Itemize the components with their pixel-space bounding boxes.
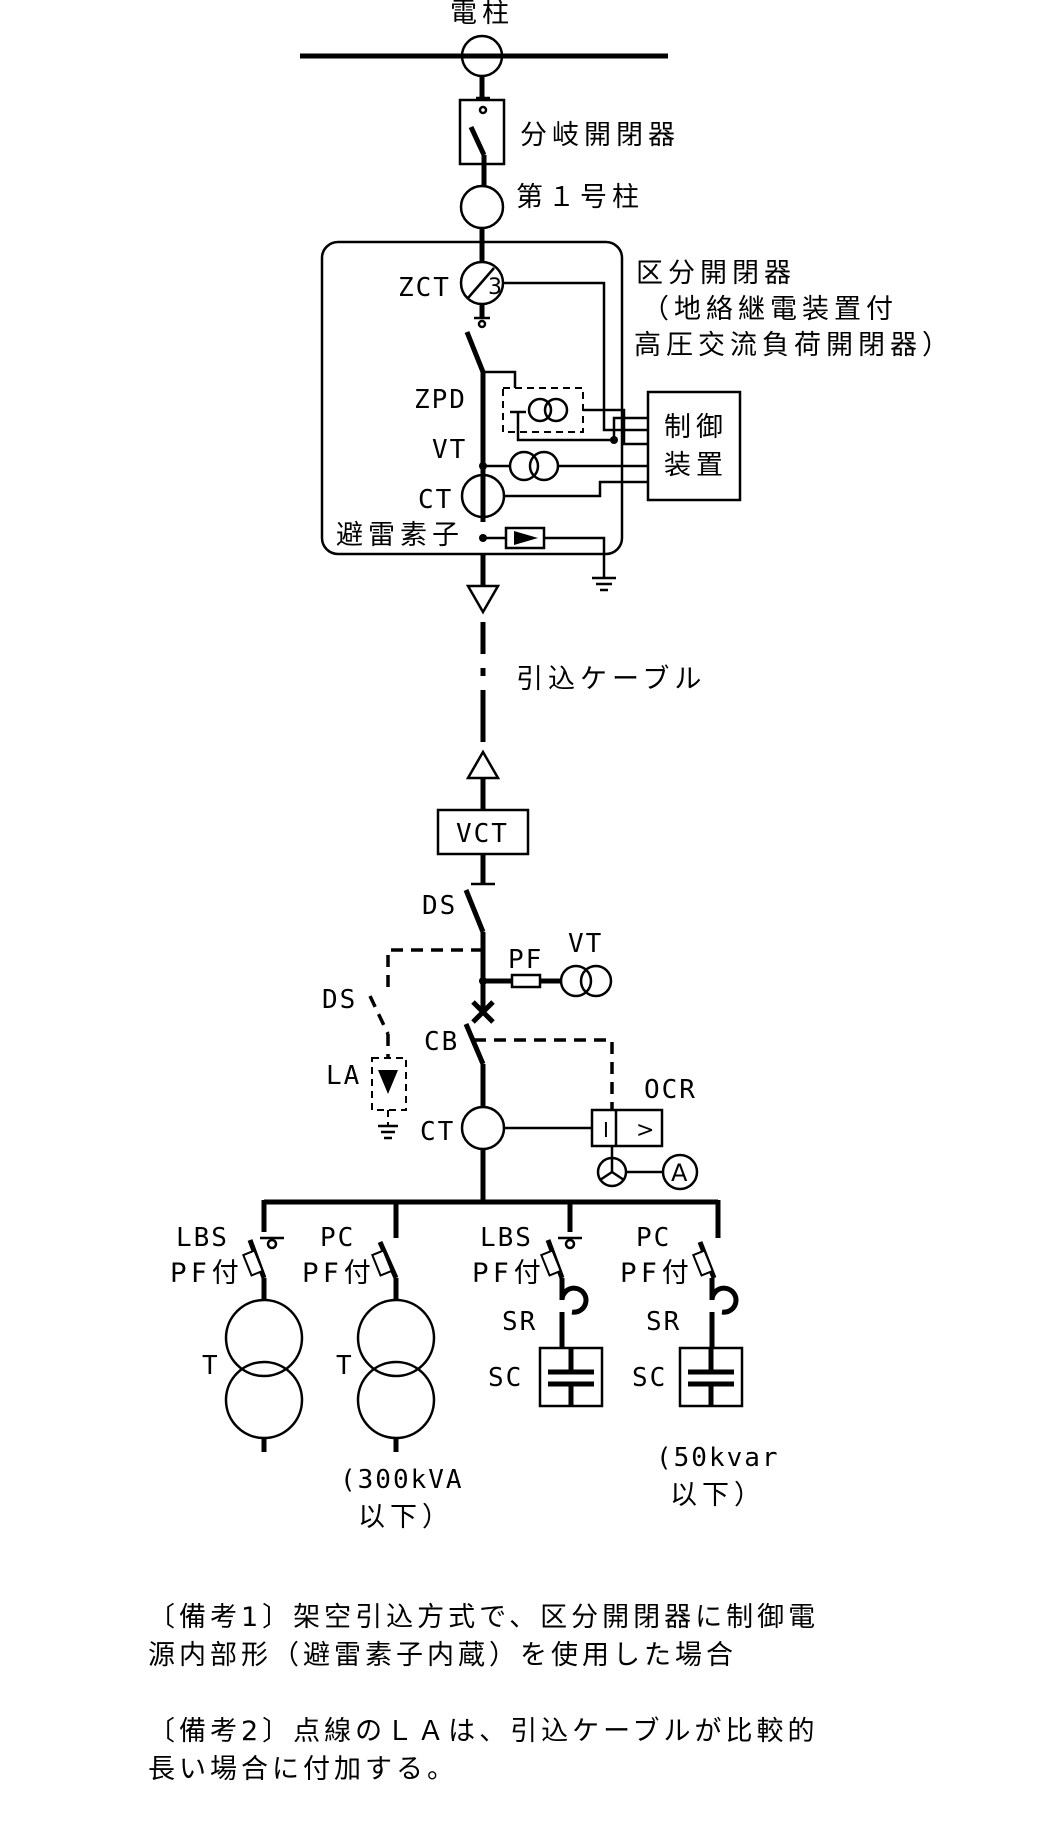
pf-label: PF	[508, 945, 543, 975]
ammeter-symbol	[661, 1153, 699, 1191]
cable-label: 引込ケーブル	[516, 664, 706, 695]
feeder-3	[538, 1200, 604, 1408]
control-device	[646, 390, 742, 502]
cb-symbol	[463, 1000, 495, 1108]
zct-mark: 3	[488, 275, 502, 300]
t-note-1: (300kVA	[340, 1465, 464, 1495]
sc-note-1: (50kvar	[656, 1443, 780, 1473]
sr2-label: SR	[646, 1307, 681, 1337]
zpd-label: ZPD	[414, 385, 467, 415]
ct-label: CT	[418, 485, 453, 515]
sr1-label: SR	[502, 1307, 537, 1337]
feeder3-label-a: LBS	[480, 1223, 533, 1253]
sc-note-2: 以下）	[670, 1480, 766, 1511]
arrester-element-symbol	[483, 526, 616, 592]
first-pole-symbol	[459, 184, 505, 230]
ocr-box	[590, 1108, 664, 1148]
ct2-symbol	[460, 1105, 506, 1151]
la-branch-dashed	[368, 948, 483, 1140]
ammeter-switch	[596, 1146, 664, 1188]
section-switch-label: 区分開閉器	[636, 258, 796, 289]
vct-label: VCT	[456, 819, 509, 849]
cable-head-top	[465, 584, 501, 615]
branch-switch-label: 分岐開閉器	[520, 120, 680, 151]
remark-1-line-1: 〔備考1〕架空引込方式で、区分開閉器に制御電	[148, 1602, 819, 1633]
zct-label: ZCT	[398, 273, 451, 303]
feeder1-label-b: PF付	[170, 1258, 244, 1289]
feeder-1	[224, 1200, 304, 1452]
feeder4-label-a: PC	[636, 1223, 671, 1253]
t2-label: T	[336, 1351, 354, 1381]
control-device-label-1: 制御	[664, 412, 728, 443]
sc2-label: SC	[632, 1363, 667, 1393]
ds-la-label: DS	[322, 985, 357, 1015]
cb-label: CB	[424, 1027, 459, 1057]
section-switch-note-1: （地絡継電装置付	[642, 294, 898, 325]
t1-label: T	[202, 1351, 220, 1381]
ocr-i: I	[603, 1118, 609, 1142]
cb-trip-dashed	[474, 1038, 614, 1110]
ds-blade	[463, 889, 486, 933]
ocr-label: OCR	[644, 1075, 697, 1105]
cable-head-bottom	[465, 749, 501, 780]
section-switch-enclosure	[320, 240, 624, 556]
feeder1-label-a: LBS	[176, 1223, 229, 1253]
ct2-label: CT	[420, 1117, 455, 1147]
vt2-label: VT	[568, 929, 603, 959]
feeder2-label-b: PF付	[302, 1258, 376, 1289]
ocr-gt: >	[636, 1118, 654, 1143]
zct-symbol: 3	[459, 260, 505, 306]
pf-vt-symbol	[483, 964, 613, 998]
feeder3-label-b: PF付	[472, 1258, 546, 1289]
first-pole-label: 第１号柱	[516, 182, 644, 213]
zpd-symbol	[502, 387, 584, 433]
ammeter-label: A	[671, 1159, 688, 1187]
utility-pole	[300, 34, 668, 104]
pole-label: 電柱	[450, 0, 514, 29]
vt-symbol	[483, 450, 648, 482]
feeder-2	[356, 1200, 436, 1452]
t-note-2: 以下）	[358, 1502, 454, 1533]
section-switch-note-2: 高圧交流負荷開閉器）	[634, 330, 954, 361]
branch-switch-symbol	[458, 96, 506, 186]
control-device-label-2: 装置	[664, 450, 728, 481]
remark-2-line-1: 〔備考2〕点線のＬＡは、引込ケーブルが比較的	[148, 1716, 819, 1747]
la-label: LA	[326, 1061, 361, 1091]
feeder-4	[678, 1200, 744, 1408]
vt-label: VT	[432, 435, 467, 465]
remark-2-line-2: 長い場合に付加する。	[148, 1754, 458, 1785]
feeder4-label-b: PF付	[620, 1258, 694, 1289]
arrester-element-label: 避雷素子	[336, 520, 464, 551]
remark-1-line-2: 源内部形（避雷素子内蔵）を使用した場合	[148, 1640, 737, 1671]
sc1-label: SC	[488, 1363, 523, 1393]
ds-label: DS	[422, 891, 457, 921]
feeder2-label-a: PC	[320, 1223, 355, 1253]
